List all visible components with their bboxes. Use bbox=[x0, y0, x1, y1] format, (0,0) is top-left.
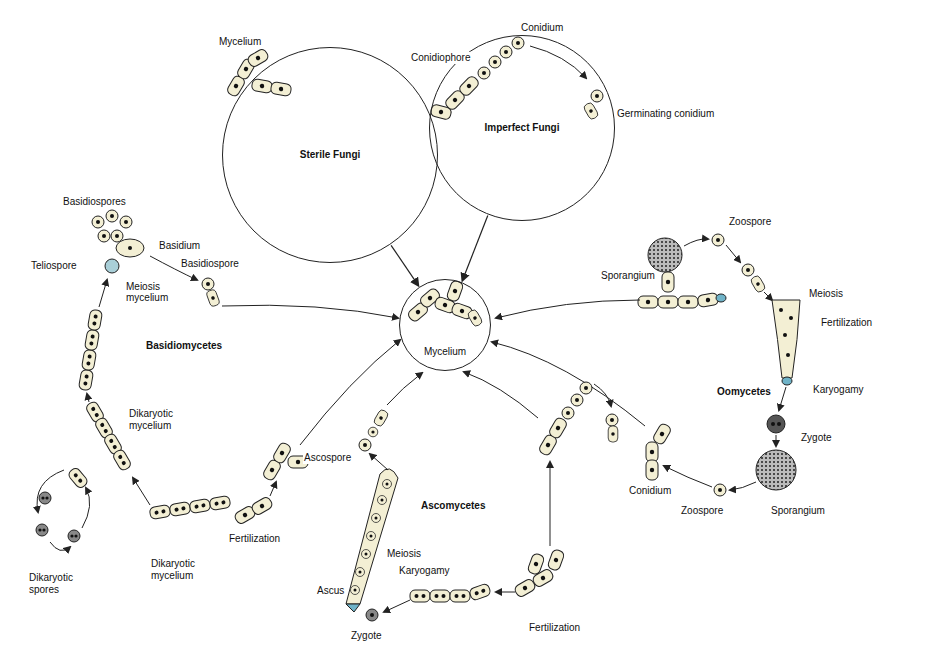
part-label: Meiosis bbox=[808, 288, 844, 300]
part-label: Karyogamy bbox=[812, 384, 865, 396]
cycle-arrow bbox=[463, 216, 488, 281]
cycle-arrow bbox=[391, 245, 418, 285]
part-label: Karyogamy bbox=[398, 565, 451, 577]
part-label: Meiosis bbox=[386, 548, 422, 560]
part-label: Dikaryotic mycelium bbox=[150, 558, 214, 582]
center-label: Mycelium bbox=[423, 346, 467, 358]
part-label: Zygote bbox=[350, 630, 383, 642]
group-title: Oomycetes bbox=[716, 386, 772, 398]
part-label: Zoospore bbox=[680, 505, 724, 517]
oomycete-cycle bbox=[492, 234, 800, 496]
part-label: Mycelium bbox=[218, 36, 262, 48]
part-label: Dikaryotic spores bbox=[28, 572, 92, 596]
part-label: Zoospore bbox=[728, 216, 772, 228]
part-label: Basidiospore bbox=[180, 258, 240, 270]
part-label: Germinating conidium bbox=[616, 108, 715, 120]
ascomycete-cycle bbox=[346, 372, 618, 621]
group-title: Basidiomycetes bbox=[145, 340, 223, 352]
part-label: Fertilization bbox=[820, 317, 873, 329]
part-label: Fertilization bbox=[228, 533, 281, 545]
part-label: Teliospore bbox=[30, 260, 78, 272]
central-mycelium bbox=[406, 280, 483, 328]
part-label: mycelium bbox=[125, 292, 169, 304]
sterile-mycelium bbox=[226, 48, 292, 98]
part-label: Basidium bbox=[158, 240, 201, 252]
basidiomycete-cycle bbox=[36, 210, 400, 551]
part-label: Fertilization bbox=[528, 622, 581, 634]
mycelium-circle: Mycelium bbox=[399, 279, 491, 371]
imperfect-conidiophore bbox=[430, 37, 603, 120]
part-label: Conidium bbox=[520, 22, 564, 34]
cycle-circle: Sterile Fungi bbox=[222, 47, 438, 263]
group-title: Sterile Fungi bbox=[300, 149, 361, 161]
part-label: Sporangium bbox=[600, 270, 656, 282]
group-title: Ascomycetes bbox=[420, 500, 486, 512]
part-label: Sporangium bbox=[770, 505, 826, 517]
part-label: Basidiospores bbox=[62, 196, 127, 208]
part-label: Dikaryotic mycelium bbox=[128, 408, 192, 432]
part-label: Conidiophore bbox=[410, 52, 472, 64]
group-title: Imperfect Fungi bbox=[484, 122, 559, 134]
part-label: Zygote bbox=[800, 432, 833, 444]
part-label: Ascospore bbox=[303, 452, 352, 464]
part-label: Conidium bbox=[628, 485, 672, 497]
part-label: Ascus bbox=[316, 585, 345, 597]
